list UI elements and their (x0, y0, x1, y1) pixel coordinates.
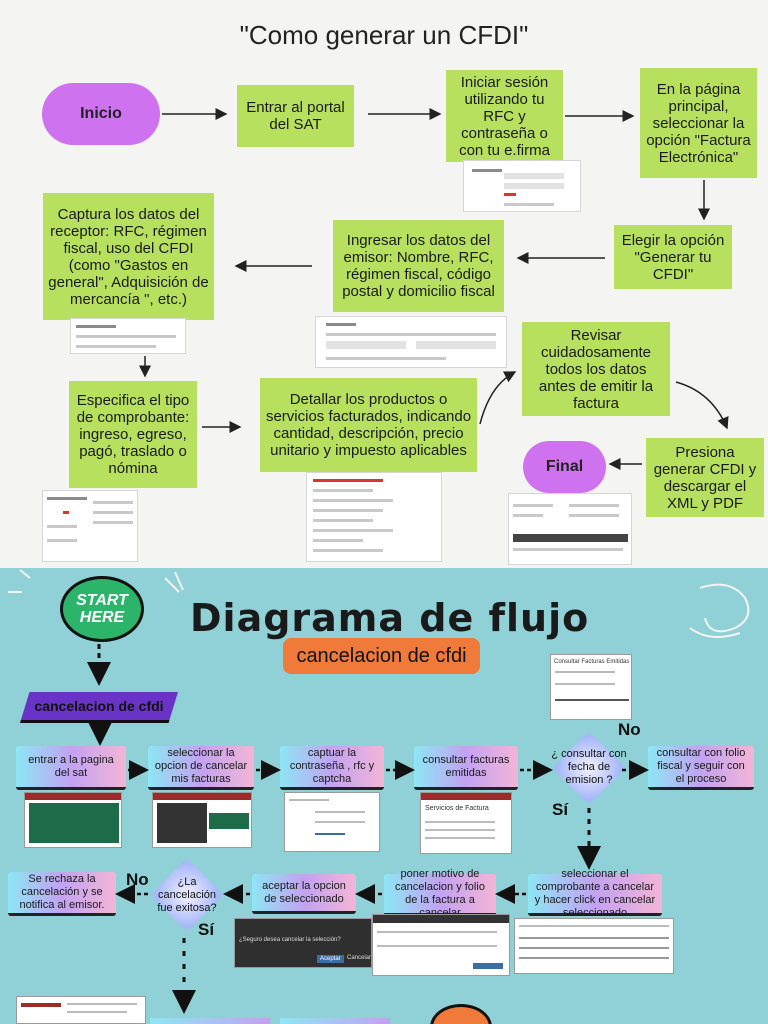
label-si-exitosa: Sí (198, 920, 215, 939)
diagram-subtitle: cancelacion de cfdi (283, 638, 480, 674)
sat-portal-screenshot (24, 792, 122, 848)
cancelar-facturas-screenshot (152, 792, 252, 848)
step-entrar-pagina-sat: entrar a la pagina del sat (16, 746, 126, 790)
sat-footer-screenshot (16, 996, 146, 1024)
step-presiona-generar: Presiona generar CFDI y descargar el XML… (646, 438, 764, 517)
diagram-title: Diagrama de flujo (190, 596, 590, 640)
step-factura-electronica: En la página principal, seleccionar la o… (640, 68, 757, 178)
step-capturar-contrasena: captuar la contraseña , rfc y captcha (280, 746, 384, 790)
step-motivo-cancelacion: poner motivo de cancelacion y folio de l… (384, 868, 496, 919)
step-entrar-portal: Entrar al portal del SAT (237, 85, 354, 147)
dialog-cancel-button: Cancelar (347, 955, 372, 961)
decision-cancelacion-text: ¿La cancelación fue exitosa? (157, 876, 217, 914)
generar-cfdi-panel: "Como generar un CFDI" Inicio Entrar al … (42, 20, 764, 565)
step-rechaza-cancelacion: Se rechaza la cancelación y se notifica … (8, 872, 116, 916)
login-screenshot (463, 160, 581, 212)
end-node: Final (523, 441, 606, 493)
receptor-screenshot (70, 318, 186, 354)
comprobante-screenshot (42, 490, 138, 562)
start-node: Inicio (42, 83, 160, 145)
cancelacion-tag: cancelacion de cfdi (20, 692, 178, 723)
consultar-facturas-screenshot: Consultar Facturas Emitidas (550, 654, 632, 720)
motivo-screenshot (372, 914, 510, 976)
dialog-screenshot: ¿Seguro desea cancelar la selección? Ace… (234, 918, 372, 968)
bottom-box-decoration-2 (280, 1018, 390, 1024)
contrasena-screenshot (284, 792, 380, 852)
dialog-accept-button: Aceptar (317, 955, 344, 963)
step-capturar-receptor: Captura los datos del receptor: RFC, rég… (43, 193, 214, 320)
step-consultar-emitidas: consultar facturas emitidas (414, 746, 518, 790)
label-no-exitosa: No (126, 870, 149, 889)
step-consultar-folio: consultar con folio fiscal y seguir con … (648, 746, 754, 790)
cancelacion-cfdi-panel: START HERE Diagrama de flujo cancelacion… (0, 568, 768, 1024)
productos-screenshot (306, 472, 442, 562)
step-aceptar-opcion: aceptar la opcion de seleccionado (252, 874, 356, 914)
step-tipo-comprobante: Especifica el tipo de comprobante: ingre… (69, 381, 197, 488)
panel-title: "Como generar un CFDI" (239, 20, 529, 50)
orange-circle-decoration (430, 1004, 492, 1024)
step-detallar-productos: Detallar los productos o servicios factu… (260, 378, 477, 472)
step-seleccionar-cancelar: seleccionar la opcion de cancelar mis fa… (148, 746, 254, 790)
servicios-factura-text: Servicios de Factura (425, 805, 489, 812)
step-datos-emisor: Ingresar los datos del emisor: Nombre, R… (333, 220, 504, 312)
comprobantes-table-screenshot (514, 918, 674, 974)
cfdi-result-screenshot (508, 493, 632, 565)
bottom-box-decoration-1 (150, 1018, 270, 1024)
step-iniciar-sesion: Iniciar sesión utilizando tu RFC y contr… (446, 70, 563, 162)
consultar-facturas-text: Consultar Facturas Emitidas (554, 659, 630, 665)
emisor-screenshot (315, 316, 507, 368)
start-here-badge: START HERE (60, 576, 144, 642)
step-generar-cfdi: Elegir la opción "Generar tu CFDI" (614, 225, 732, 289)
servicios-factura-screenshot: Servicios de Factura (420, 792, 512, 854)
step-revisar-datos: Revisar cuidadosamente todos los datos a… (522, 322, 670, 416)
label-si-fecha: Sí (552, 800, 569, 819)
dialog-question-text: ¿Seguro desea cancelar la selección? (239, 937, 341, 943)
decision-fecha-emision-text: ¿ consultar con fecha de emision ? (551, 748, 627, 786)
step-seleccionar-comprobante: seleccionar el comprobante a cancelar y … (528, 868, 662, 919)
label-no-fecha: No (618, 720, 641, 739)
